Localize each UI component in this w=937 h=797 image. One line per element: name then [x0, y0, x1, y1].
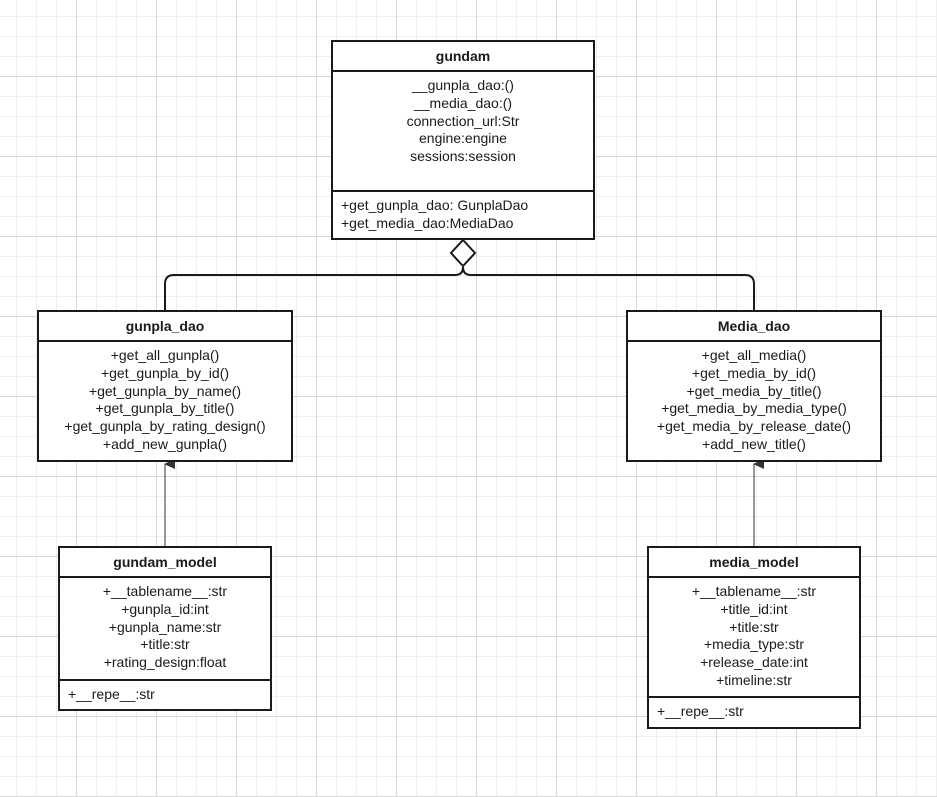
attributes-section: __gunpla_dao:() __media_dao:() connectio…: [333, 72, 593, 192]
method: +get_gunpla_dao: GunplaDao: [341, 197, 529, 213]
method: +add_new_title(): [702, 435, 806, 452]
gunpla-dao-class: gunpla_dao +get_all_gunpla() +get_gunpla…: [37, 310, 293, 462]
method: +__repe__:str: [68, 686, 155, 702]
class-name: gundam: [333, 42, 593, 72]
gundam-model-class: gundam_model +__tablename__:str +gunpla_…: [58, 546, 272, 711]
aggregation-diamond: [449, 238, 477, 268]
aggregation-line-media-dao: [462, 266, 755, 312]
methods-section: +get_all_media() +get_media_by_id() +get…: [628, 342, 880, 454]
attribute: +__tablename__:str: [102, 583, 228, 599]
attribute: sessions:session: [410, 148, 516, 165]
class-name: gundam_model: [60, 548, 270, 578]
method: +get_all_media(): [701, 347, 807, 363]
attribute: +gunpla_name:str: [108, 618, 222, 635]
method: +get_gunpla_by_name(): [88, 382, 242, 399]
attribute: __gunpla_dao:(): [412, 77, 514, 93]
attribute: connection_url:Str: [406, 112, 520, 129]
attribute: engine:engine: [419, 130, 507, 147]
class-name: gunpla_dao: [39, 312, 291, 342]
class-name: Media_dao: [628, 312, 880, 342]
method: +get_gunpla_by_rating_design(): [64, 418, 266, 435]
attribute: +title:str: [729, 618, 779, 635]
method: +get_media_by_id(): [691, 364, 817, 381]
attribute: +timeline:str: [716, 671, 792, 688]
method: +get_all_gunpla(): [110, 347, 220, 363]
method: +get_media_dao:MediaDao: [341, 214, 514, 231]
media-dao-class: Media_dao +get_all_media() +get_media_by…: [626, 310, 882, 462]
method: +add_new_gunpla(): [102, 435, 228, 452]
attribute: +release_date:int: [700, 654, 808, 671]
method: +get_media_by_title(): [686, 382, 822, 399]
attribute: +title_id:int: [720, 600, 788, 617]
method: +get_media_by_media_type(): [661, 400, 847, 417]
methods-section: +get_gunpla_dao: GunplaDao +get_media_da…: [333, 192, 593, 233]
method: +get_gunpla_by_title(): [95, 400, 235, 417]
attribute: +__tablename__:str: [691, 583, 817, 599]
attribute: __media_dao:(): [413, 94, 513, 111]
gundam-class: gundam __gunpla_dao:() __media_dao:() co…: [331, 40, 595, 240]
method: +get_gunpla_by_id(): [100, 364, 230, 381]
attributes-section: +__tablename__:str +gunpla_id:int +gunpl…: [60, 578, 270, 681]
class-name: media_model: [649, 548, 859, 578]
aggregation-line-gunpla-dao: [164, 266, 464, 312]
attribute: +gunpla_id:int: [121, 600, 209, 617]
attribute: +rating_design:float: [103, 654, 227, 671]
method: +__repe__:str: [657, 703, 744, 719]
method: +get_media_by_release_date(): [656, 418, 852, 435]
media-model-class: media_model +__tablename__:str +title_id…: [647, 546, 861, 729]
methods-section: +get_all_gunpla() +get_gunpla_by_id() +g…: [39, 342, 291, 454]
methods-section: +__repe__:str: [649, 698, 859, 721]
attribute: +title:str: [140, 636, 190, 653]
methods-section: +__repe__:str: [60, 681, 270, 704]
attribute: +media_type:str: [704, 636, 804, 653]
attributes-section: +__tablename__:str +title_id:int +title:…: [649, 578, 859, 698]
